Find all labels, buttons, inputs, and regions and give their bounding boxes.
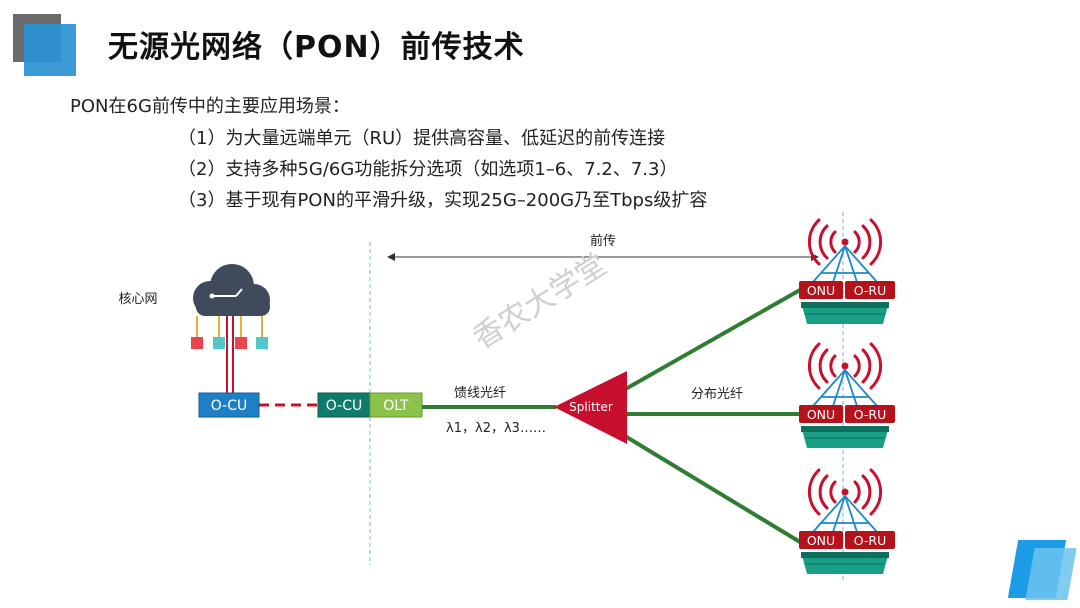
splitter-icon [554, 371, 627, 444]
radio-site-2: ONU O-RU [797, 342, 897, 450]
scenario-item-2: （2）支持多种5G/6G功能拆分选项（如选项1–6、7.2、7.3） [178, 159, 678, 180]
logo-square-front [24, 24, 76, 76]
feeder-fiber-label: 馈线光纤 [454, 386, 506, 401]
onu-label-2: ONU [807, 407, 835, 422]
olt-box [369, 392, 423, 418]
onu-label-3: ONU [807, 533, 835, 548]
cloud-icon [191, 264, 270, 393]
splitter-label: Splitter [569, 400, 613, 414]
oru-label-1: O-RU [854, 283, 887, 298]
ocu-left-box [198, 392, 260, 418]
core-network-label: 核心网 [118, 292, 157, 307]
distribution-fiber-label: 分布光纤 [691, 387, 743, 402]
page-title: 无源光网络（PON）前传技术 [108, 30, 525, 65]
ocu-left-label: O-CU [211, 398, 247, 414]
oru-label-2: O-RU [854, 407, 887, 422]
radio-site-1: ONU O-RU [797, 218, 897, 326]
wavelengths-label: λ1，λ2，λ3…… [446, 421, 546, 436]
scenario-item-3: （3）基于现有PON的平滑升级，实现25G–200G乃至Tbps级扩容 [178, 190, 708, 211]
distribution-fiber-1 [614, 288, 801, 397]
oru-label-3: O-RU [854, 533, 887, 548]
olt-label: OLT [383, 398, 409, 414]
radio-site-3: ONU O-RU [797, 468, 897, 576]
fronthaul-label: 前传 [590, 233, 616, 249]
intro-text: PON在6G前传中的主要应用场景： [70, 96, 350, 117]
onu-label-1: ONU [807, 283, 835, 298]
ocu-right-label: O-CU [326, 398, 362, 414]
scenario-item-1: （1）为大量远端单元（RU）提供高容量、低延迟的前传连接 [178, 128, 666, 149]
watermark: 香农大学堂 [467, 247, 613, 356]
distribution-fiber-3 [613, 428, 802, 544]
